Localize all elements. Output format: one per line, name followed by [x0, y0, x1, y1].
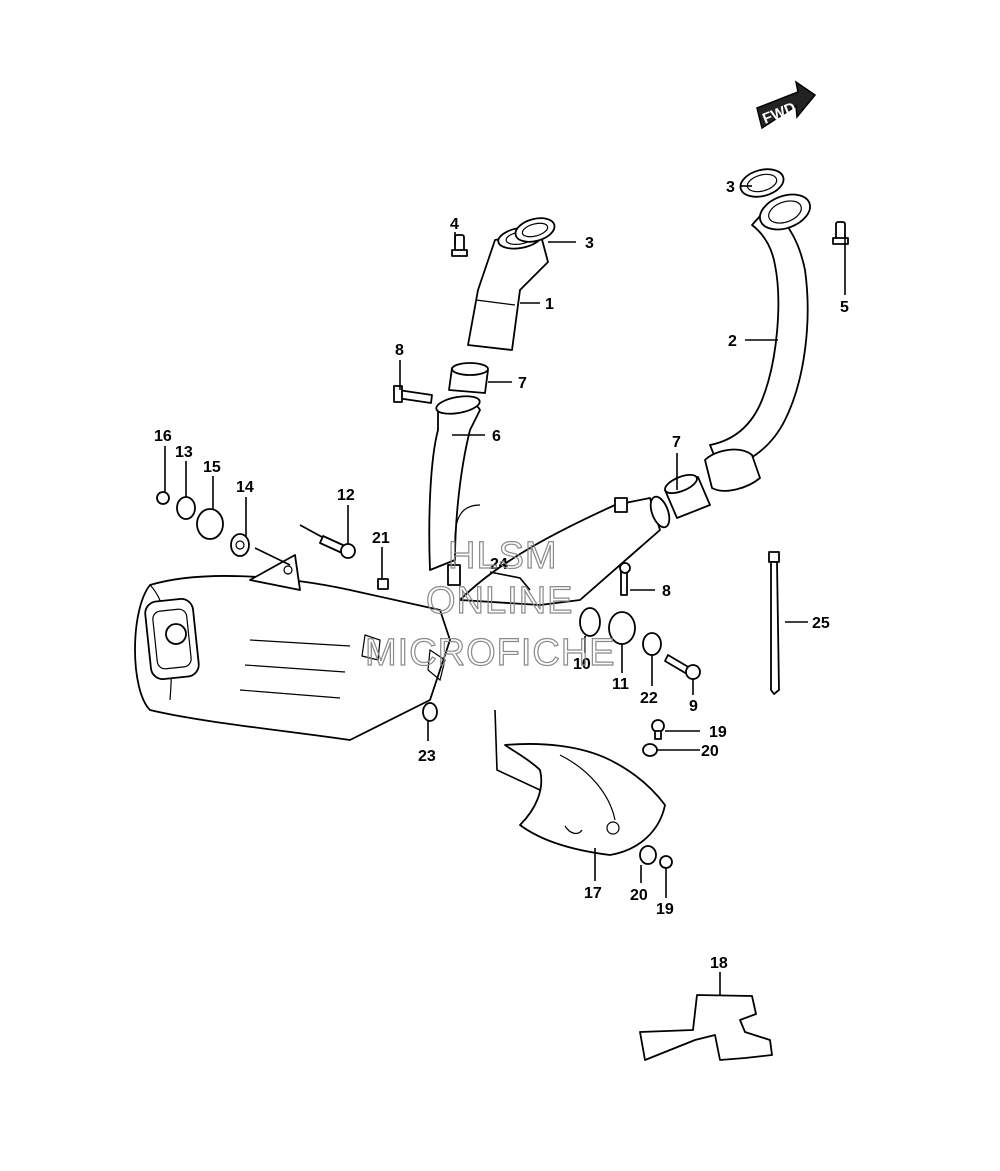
collector-pipe — [459, 495, 671, 606]
hardware-left-stack — [156, 491, 250, 557]
callout-7-upper: 7 — [518, 375, 527, 392]
clip-21 — [377, 578, 389, 590]
callout-13: 13 — [175, 444, 193, 461]
fwd-arrow-icon: FWD — [756, 80, 817, 130]
callout-14: 14 — [236, 479, 254, 496]
callout-8-upper: 8 — [395, 342, 404, 359]
callout-20-lower: 20 — [630, 887, 648, 904]
callout-1: 1 — [545, 296, 554, 313]
grommet-23 — [422, 702, 438, 722]
bolt-5 — [832, 221, 849, 245]
callout-labels: 1 2 3 3 4 5 6 7 7 8 8 9 10 11 12 13 14 1… — [154, 179, 849, 972]
callout-8-lower: 8 — [662, 583, 671, 600]
bolt-8-upper — [393, 385, 433, 404]
callout-19-upper: 19 — [709, 724, 727, 741]
exhaust-pipe-right — [704, 193, 811, 492]
callout-15: 15 — [203, 459, 221, 476]
callout-11: 11 — [612, 676, 629, 693]
callout-7-lower: 7 — [672, 434, 681, 451]
connector-upper — [448, 362, 489, 394]
fwd-label: FWD — [760, 99, 798, 128]
exhaust-pipe-middle — [428, 395, 481, 571]
sensor-24 — [447, 504, 481, 586]
muffler — [134, 554, 451, 741]
exhaust-pipe-front — [467, 226, 549, 351]
bolt-12 — [319, 535, 356, 559]
watermark-line-3: MICROFICHE — [365, 632, 616, 674]
callout-5: 5 — [840, 299, 849, 316]
leader-lines — [164, 185, 846, 996]
connector-lower — [664, 474, 711, 519]
callout-25: 25 — [812, 615, 830, 632]
shim-18 — [639, 994, 773, 1061]
callout-3-front: 3 — [585, 235, 594, 252]
callout-9: 9 — [689, 698, 698, 715]
watermark-line-2: ONLINE — [426, 580, 573, 622]
gasket-right — [739, 168, 785, 198]
callout-12: 12 — [337, 487, 355, 504]
cable-tie-25 — [768, 551, 780, 695]
bolt-4 — [451, 234, 468, 257]
callout-22: 22 — [640, 690, 658, 707]
callout-3-right: 3 — [726, 179, 735, 196]
callout-23: 23 — [418, 748, 436, 765]
callout-18: 18 — [710, 955, 728, 972]
callout-19-lower: 19 — [656, 901, 674, 918]
callout-17: 17 — [584, 885, 602, 902]
callout-20-upper: 20 — [701, 743, 719, 760]
callout-24: 24 — [490, 556, 508, 573]
callout-16: 16 — [154, 428, 172, 445]
callout-2: 2 — [728, 333, 737, 350]
callout-10: 10 — [573, 656, 591, 673]
hardware-right-stack — [579, 562, 701, 680]
callout-21: 21 — [372, 530, 390, 547]
callout-4: 4 — [450, 216, 459, 233]
watermark-line-1: HLSM — [448, 535, 558, 577]
callout-6: 6 — [492, 428, 501, 445]
heat-shield — [504, 743, 666, 856]
watermark: HLSM ONLINE MICROFICHE — [364, 534, 616, 674]
